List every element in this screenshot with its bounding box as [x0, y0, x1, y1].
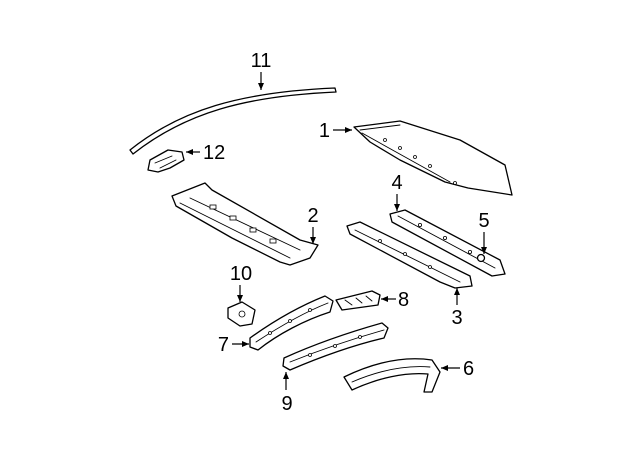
leader-lines — [186, 72, 487, 390]
part-2-front-header[interactable] — [171, 182, 319, 266]
callout-5: 5 — [478, 210, 489, 232]
part-6-rear-pillar[interactable] — [343, 358, 441, 393]
part-4-roof-bow[interactable] — [389, 209, 506, 277]
part-8-bracket[interactable] — [335, 290, 381, 311]
callout-3: 3 — [451, 307, 462, 329]
callout-10: 10 — [230, 263, 252, 285]
part-11-roof-molding[interactable] — [129, 87, 337, 155]
callout-12: 12 — [203, 142, 225, 164]
callout-9: 9 — [281, 393, 292, 415]
callout-7: 7 — [218, 334, 229, 356]
part-1-roof-panel[interactable] — [353, 120, 513, 196]
part-5-clip[interactable] — [476, 253, 486, 263]
part-12-bracket[interactable] — [147, 149, 185, 173]
part-10-reinforcement[interactable] — [227, 301, 256, 327]
callout-labels: 11 12 1 2 4 5 3 10 8 7 9 6 — [203, 50, 490, 415]
callout-11: 11 — [251, 50, 272, 72]
callout-6: 6 — [463, 358, 474, 380]
part-7-side-rail[interactable] — [249, 295, 334, 351]
callout-2: 2 — [307, 205, 318, 227]
part-3-rear-rail[interactable] — [346, 221, 473, 289]
callout-8: 8 — [398, 289, 409, 311]
callout-4: 4 — [391, 172, 402, 194]
callout-1: 1 — [319, 120, 330, 142]
part-9-side-rail-inner[interactable] — [282, 322, 389, 371]
